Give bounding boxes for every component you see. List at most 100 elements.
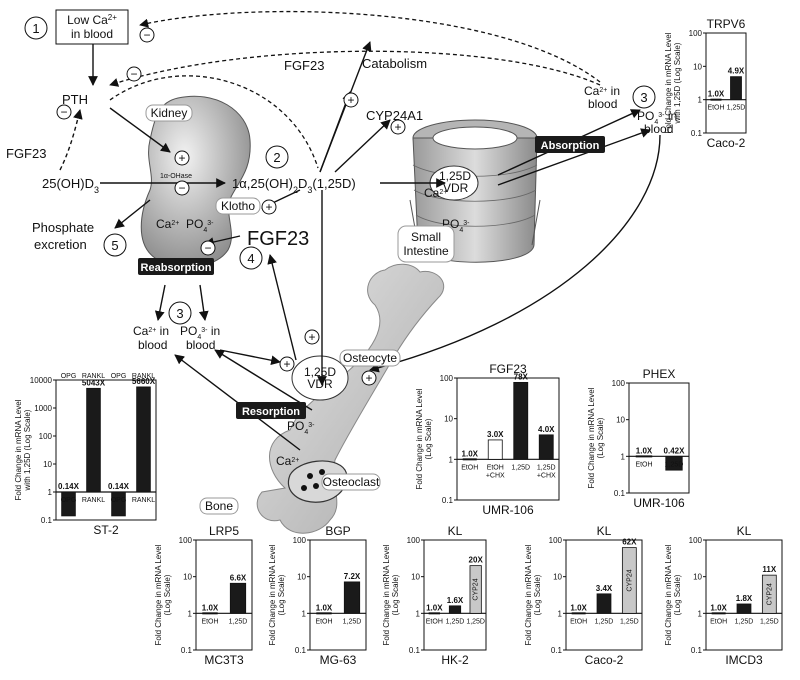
reabsorption-box — [138, 258, 214, 275]
bar — [487, 439, 503, 460]
svg-text:2: 2 — [273, 150, 280, 165]
pth-label: PTH — [62, 92, 88, 107]
step-number-1: 1 — [24, 16, 48, 40]
svg-text:−: − — [60, 105, 67, 119]
bar-value-label: 5043X — [82, 378, 106, 387]
chart-xlabel: MG-63 — [320, 653, 357, 667]
small-intestine-label: Small — [411, 230, 441, 244]
bar — [136, 386, 151, 493]
category-label: EtOH — [635, 461, 652, 468]
svg-text:−: − — [178, 181, 185, 195]
phosphate-excretion-label: Phosphate — [32, 220, 94, 235]
chart-title: KL — [597, 524, 612, 538]
y-tick-label: 100 — [179, 536, 193, 545]
category-label: 1,25D — [665, 461, 684, 468]
bar — [665, 455, 683, 471]
chart-title: FGF23 — [489, 362, 527, 376]
bar-value-label: 6.6X — [230, 573, 247, 582]
y-tick-label: 100 — [293, 536, 307, 545]
bone-ca-label: Ca2+ — [276, 454, 299, 468]
pathway-arrows — [59, 38, 661, 451]
category-label: OPG — [111, 497, 127, 504]
osteoclast-label: Osteoclast — [323, 475, 380, 489]
fgf23-left-label: FGF23 — [6, 146, 46, 161]
resorption-box — [236, 402, 306, 419]
y-tick-label: 100 — [549, 536, 563, 545]
absorption-box — [535, 136, 605, 153]
y-tick-label: 1 — [621, 452, 626, 461]
y-axis-label: with 1,25D (Log Scale) — [23, 409, 32, 491]
bar — [538, 434, 554, 460]
ca-blood-mid-label-2: blood — [138, 338, 167, 352]
category-label: EtOH — [461, 464, 478, 471]
low-ca-text-2: in blood — [71, 27, 113, 41]
chart-xlabel: UMR-106 — [482, 503, 534, 517]
kidney-po4-label: PO43- — [186, 217, 214, 234]
chart-xlabel: UMR-106 — [633, 496, 685, 510]
category-label: 1,25D — [595, 618, 614, 625]
category-label: RANKL — [82, 497, 105, 504]
bar-inner-label: CYP24 — [766, 583, 773, 605]
category-label: 1,25D — [229, 618, 248, 625]
bar-value-label: 1.0X — [708, 90, 725, 99]
low-ca-text: Low Ca2+ — [67, 13, 117, 28]
step-number-3-right: 3 — [632, 85, 656, 109]
y-tick-label: 10 — [616, 416, 625, 425]
bar-value-label: 3.4X — [596, 584, 613, 593]
bar — [761, 574, 777, 614]
svg-text:5: 5 — [111, 238, 118, 253]
category-label: OPG — [61, 497, 77, 504]
svg-text:3: 3 — [176, 306, 183, 321]
d3-25oh-label: 25(OH)D3 — [42, 176, 99, 195]
y-tick-label: 0.1 — [442, 496, 454, 505]
y-axis-label: (Log Scale) — [673, 574, 682, 615]
category-label: EtOH — [710, 618, 727, 625]
y-tick-label: 1 — [698, 609, 703, 618]
bar-value-label: 0.14X — [108, 482, 130, 491]
y-tick-label: 1 — [449, 455, 454, 464]
stimulate-marks: + + + + + + + — [174, 92, 406, 386]
fgf23-top-label: FGF23 — [284, 58, 324, 73]
po4-blood-mid-label: PO43- in — [180, 324, 220, 341]
y-tick-label: 1 — [698, 96, 703, 105]
chart-title: PHEX — [643, 367, 676, 381]
category-label: EtOH — [315, 618, 332, 625]
ca-blood-mid-label: Ca2+ in — [133, 324, 169, 338]
y-tick-label: 10 — [43, 460, 52, 469]
osteocyte-label: Osteocyte — [343, 351, 397, 365]
y-tick-label: 100 — [39, 432, 53, 441]
y-tick-label: 0.1 — [691, 129, 703, 138]
category-label: 1,25D — [446, 618, 465, 625]
y-axis-label: Fold Change in mRNA Level — [382, 544, 391, 645]
bar-value-label: 62X — [622, 538, 637, 547]
feedback-arrows — [109, 10, 601, 169]
chart-title: KL — [448, 524, 463, 538]
category-label: 1,25D — [620, 618, 639, 625]
chart-xlabel: ST-2 — [93, 523, 119, 537]
kidney-ca-label: Ca2+ — [156, 217, 179, 231]
y-tick-label: 0.1 — [551, 646, 563, 655]
bar — [513, 381, 529, 460]
chart-xlabel: MC3T3 — [204, 653, 244, 667]
bar — [343, 581, 361, 614]
svg-text:+: + — [178, 151, 185, 165]
bar — [621, 547, 637, 614]
chart-title: LRP5 — [209, 524, 239, 538]
y-tick-label: 10 — [411, 573, 420, 582]
bar-value-label: 1.0X — [636, 446, 653, 455]
klotho-label: Klotho — [221, 199, 255, 213]
phosphate-excretion-label-2: excretion — [34, 237, 87, 252]
y-tick-label: 10 — [444, 415, 453, 424]
gut-ca-label: Ca2+ — [424, 186, 447, 200]
category-label: 1,25D — [760, 618, 779, 625]
bar-value-label: 0.42X — [664, 446, 686, 455]
y-tick-label: 0.1 — [409, 646, 421, 655]
bar-value-label: 1.0X — [316, 603, 333, 612]
y-axis-label: (Log Scale) — [424, 418, 433, 459]
bar-value-label: 11X — [762, 565, 776, 574]
